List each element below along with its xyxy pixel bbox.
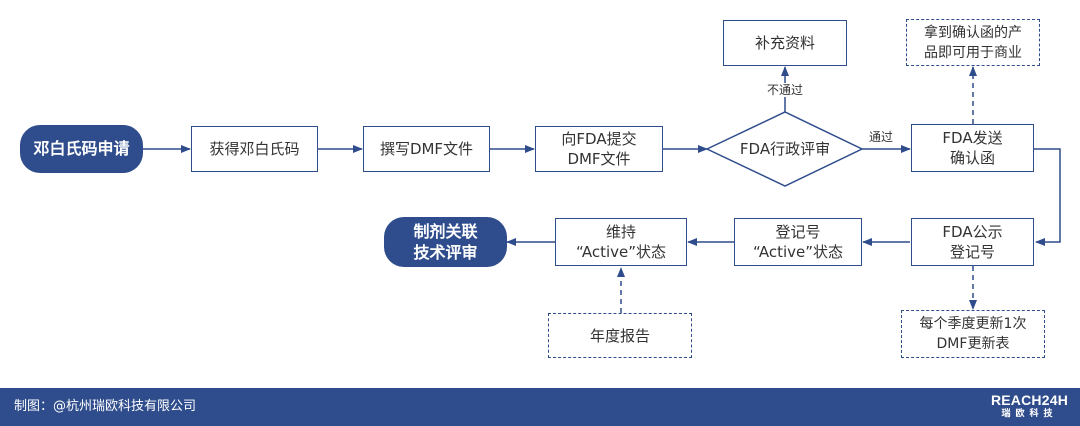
logo-sub-text: 瑞欧科技 bbox=[1001, 409, 1058, 419]
annual-report-node: 年度报告 bbox=[548, 313, 692, 358]
maintain-label-line2: “Active”状态 bbox=[575, 243, 666, 261]
get-duns-node: 获得邓白氏码 bbox=[191, 126, 318, 172]
submit-label-line1: 向FDA提交 bbox=[561, 130, 637, 148]
registration-number-node: 登记号 “Active”状态 bbox=[734, 218, 862, 266]
flowchart: 邓白氏码申请 获得邓白氏码 撰写DMF文件 向FDA提交 DMF文件 FDA行政… bbox=[20, 19, 1061, 358]
review-diamond bbox=[705, 111, 864, 187]
quarterly-label-line2: DMF更新表 bbox=[936, 336, 1010, 352]
confirm-node: FDA发送 确认函 bbox=[911, 124, 1034, 172]
commercial-use-node: 拿到确认函的产 品即可用于商业 bbox=[906, 19, 1040, 66]
maintain-active-node: 维持 “Active”状态 bbox=[555, 218, 687, 266]
maintain-label-line1: 维持 bbox=[605, 223, 636, 241]
review-label: FDA行政评审 bbox=[739, 140, 831, 158]
commercial-label-line2: 品即可用于商业 bbox=[924, 44, 1022, 61]
quarterly-label-line1: 每个季度更新1次 bbox=[919, 316, 1027, 332]
regno-label-line1: 登记号 bbox=[775, 223, 821, 241]
pass-edge-label: 通过 bbox=[868, 130, 895, 144]
annual-label: 年度报告 bbox=[589, 326, 650, 345]
supplement-label: 补充资料 bbox=[754, 34, 815, 52]
commercial-label-line1: 拿到确认函的产 bbox=[924, 24, 1022, 41]
submit-dmf-node: 向FDA提交 DMF文件 bbox=[535, 126, 663, 172]
publish-label-line2: 登记号 bbox=[949, 243, 995, 261]
start-label: 邓白氏码申请 bbox=[33, 139, 130, 158]
brand-logo: REACH24H 瑞欧科技 bbox=[991, 392, 1068, 420]
publish-label-line1: FDA公示 bbox=[942, 223, 1003, 241]
fail-edge-label: 不通过 bbox=[766, 83, 805, 97]
footer-credit: 制图：@杭州瑞欧科技有限公司 bbox=[14, 399, 197, 414]
get-duns-label: 获得邓白氏码 bbox=[209, 140, 300, 158]
confirm-label-line2: 确认函 bbox=[949, 149, 995, 167]
review-node: FDA行政评审 bbox=[725, 138, 845, 160]
footer-bar: 制图：@杭州瑞欧科技有限公司 REACH24H 瑞欧科技 bbox=[0, 388, 1080, 426]
write-dmf-node: 撰写DMF文件 bbox=[363, 126, 490, 172]
write-dmf-label: 撰写DMF文件 bbox=[379, 140, 474, 158]
final-review-node: 制剂关联 技术评审 bbox=[384, 217, 507, 267]
supplement-node: 补充资料 bbox=[723, 20, 847, 66]
regno-label-line2: “Active”状态 bbox=[752, 243, 843, 261]
start-node: 邓白氏码申请 bbox=[20, 125, 143, 173]
submit-label-line2: DMF文件 bbox=[567, 150, 631, 168]
confirm-label-line1: FDA发送 bbox=[942, 129, 1003, 147]
publish-node: FDA公示 登记号 bbox=[911, 218, 1034, 266]
final-label-line2: 技术评审 bbox=[413, 243, 478, 262]
quarterly-update-node: 每个季度更新1次 DMF更新表 bbox=[901, 310, 1045, 358]
arrow-confirm-to-publish bbox=[1034, 148, 1061, 246]
final-label-line1: 制剂关联 bbox=[413, 222, 478, 241]
connector-layer bbox=[143, 66, 1061, 313]
logo-main-text: REACH24H bbox=[990, 392, 1068, 408]
